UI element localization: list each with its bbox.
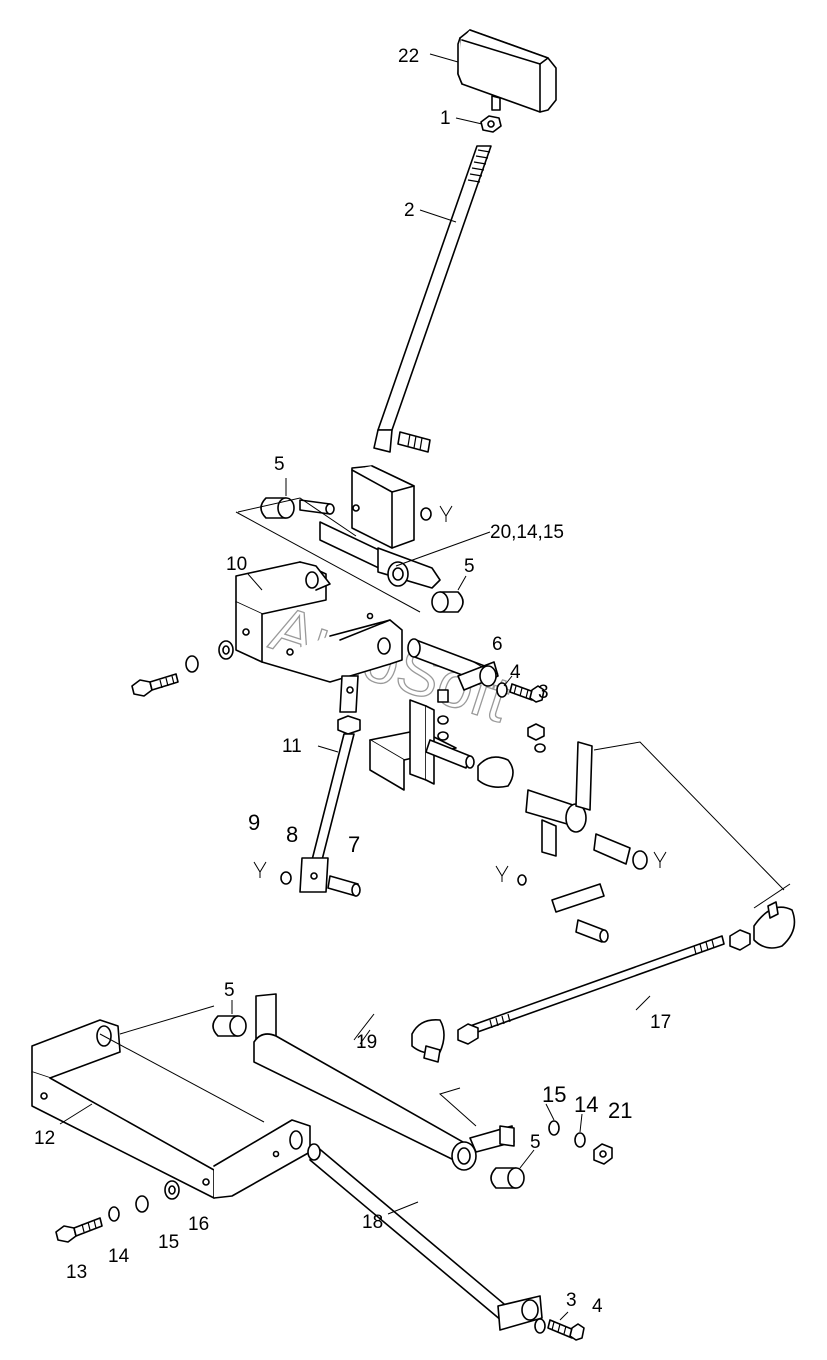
upper-washer-clip — [420, 505, 453, 522]
label-7: 7 — [348, 832, 360, 857]
part-11-link-rod — [299, 675, 361, 893]
label-5-lower-left: 5 — [224, 980, 235, 1001]
label-8: 8 — [286, 822, 298, 847]
lower-link-plate — [495, 865, 609, 943]
part-10-yoke-bracket — [235, 561, 403, 683]
label-13: 13 — [66, 1262, 87, 1283]
label-15-right: 15 — [542, 1082, 566, 1107]
label-21: 21 — [608, 1098, 632, 1123]
part-13-14-15-16-bolt-set — [55, 1180, 180, 1243]
label-12: 12 — [34, 1128, 55, 1149]
part-12-lower-yoke — [31, 1019, 311, 1199]
label-9: 9 — [248, 810, 260, 835]
label-17: 17 — [650, 1012, 671, 1033]
label-2: 2 — [404, 200, 415, 221]
label-5-upper-right: 5 — [464, 556, 475, 577]
part-22-knob — [457, 29, 557, 113]
label-14-right: 14 — [574, 1092, 598, 1117]
label-20-14-15: 20,14,15 — [490, 522, 564, 543]
part-15-14-21-washer-nut-set — [548, 1120, 613, 1165]
pivot-pin-upper — [299, 499, 335, 515]
label-19: 19 — [356, 1032, 377, 1053]
label-10: 10 — [226, 554, 247, 575]
part-3-4-bolt-set-upper — [437, 682, 545, 741]
part-5-bushing-lower-right — [490, 1167, 525, 1189]
label-1: 1 — [440, 108, 451, 129]
part-1-nut — [480, 115, 502, 133]
part-9-8-7-clevis-pin-set — [253, 861, 361, 897]
yoke-bolt-and-washers — [131, 640, 234, 697]
label-3-upper: 3 — [538, 682, 549, 703]
part-labels: 22 1 2 5 20,14,15 5 10 6 4 3 11 9 8 7 17… — [34, 46, 671, 1317]
label-4-upper: 4 — [510, 662, 521, 683]
lower-pivot-bracket — [369, 699, 667, 870]
part-3-4-bolt-set-lower — [534, 1318, 585, 1341]
label-5-lower-right: 5 — [530, 1132, 541, 1153]
part-18-long-shaft — [307, 1143, 543, 1331]
label-16: 16 — [188, 1214, 209, 1235]
part-2-lever-rod — [373, 145, 492, 453]
label-22: 22 — [398, 46, 419, 67]
part-19-lower-shaft — [253, 993, 515, 1171]
part-5-bushing-lower-left — [212, 1015, 247, 1037]
label-18: 18 — [362, 1212, 383, 1233]
part-5-bushing-upper-left — [260, 497, 295, 519]
label-14-left: 14 — [108, 1246, 130, 1267]
label-15-left: 15 — [158, 1232, 179, 1253]
label-3-lower: 3 — [566, 1290, 577, 1311]
label-11: 11 — [282, 736, 302, 757]
leader-lines — [59, 53, 791, 1321]
part-17-adjust-rod — [411, 901, 796, 1063]
part-5-bushing-upper-right — [431, 591, 464, 613]
label-5-upper-left: 5 — [274, 454, 285, 475]
label-6: 6 — [492, 634, 503, 655]
label-4-lower: 4 — [592, 1296, 603, 1317]
upper-pivot-bracket — [319, 465, 441, 589]
